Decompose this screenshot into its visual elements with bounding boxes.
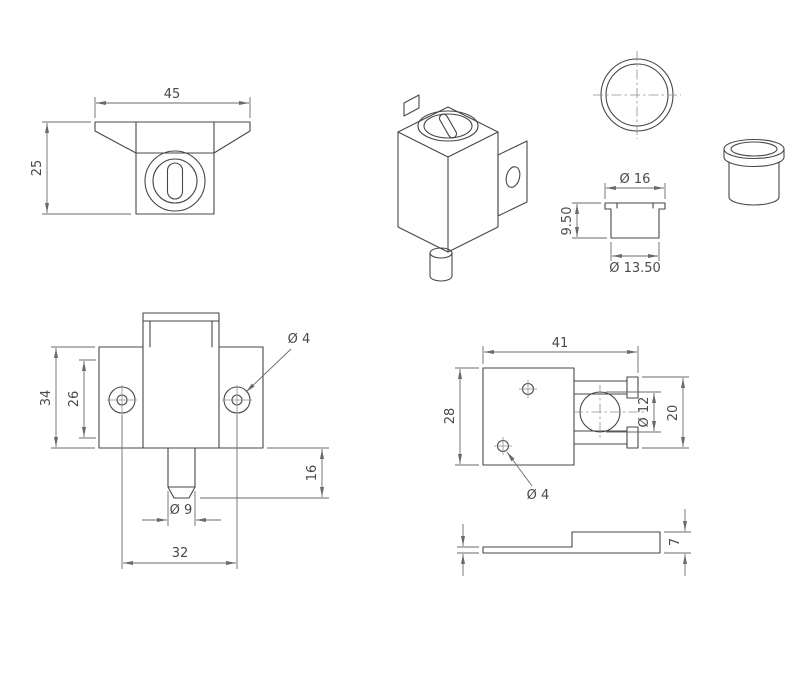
plate-side-view: 7 <box>457 509 691 576</box>
bushing-3d-view <box>723 138 785 206</box>
dim-plate-width-label: 41 <box>552 336 569 351</box>
strike-plate-top-view: 41 28 Ø 12 20 Ø 4 <box>443 336 689 503</box>
dim-plate-bracket-span-label: 20 <box>666 405 681 422</box>
iso-keyway <box>438 113 458 139</box>
iso-cylinder-ring <box>423 113 473 139</box>
dim-plate-depth-label: 28 <box>443 408 458 425</box>
iso-cylinder-face <box>417 110 479 142</box>
latch-pin <box>167 447 196 499</box>
iso-pin-top <box>429 247 453 259</box>
dim-bushing-body-dia-label: Ø 13.50 <box>609 261 661 276</box>
keyway-slot <box>166 162 184 200</box>
bushing-dimensions: Ø 16 9.50 Ø 13.50 <box>560 172 666 276</box>
dim-lock-screw-hole-dia-label: Ø 4 <box>288 332 311 347</box>
iso-pin-body <box>429 252 453 282</box>
dim-bushing-flange-dia-label: Ø 16 <box>620 172 651 187</box>
dim-lock-hole-spacing-label: 32 <box>172 546 189 561</box>
dim-lock-height-inner-label: 26 <box>67 391 82 408</box>
dim-bushing-height-label: 9.50 <box>560 207 575 236</box>
bushing-front-view: Ø 16 9.50 Ø 13.50 <box>560 172 666 276</box>
iso-mounting-bracket <box>497 140 528 217</box>
isometric-view <box>397 94 528 282</box>
key-cylinder-outer <box>144 150 206 212</box>
front-view-with-flange: 45 25 <box>30 87 251 215</box>
dim-plate-thickness-label: 7 <box>668 538 683 546</box>
front-view-dimensions: 45 25 <box>30 87 251 215</box>
strike-plate-dimensions: 41 28 Ø 12 20 Ø 4 <box>443 336 689 503</box>
key-cylinder-inner <box>152 158 198 204</box>
iso-bracket-hole <box>505 166 521 188</box>
dim-flange-width-label: 45 <box>164 87 181 102</box>
iso-latch-tab <box>403 94 420 117</box>
lock-front-dimensions: 34 26 Ø 4 16 Ø 9 32 <box>39 332 329 569</box>
dim-plate-bore-dia-label: Ø 12 <box>637 397 652 428</box>
plate-side-dimensions: 7 <box>457 509 691 576</box>
dim-lock-height-overall-label: 34 <box>39 390 54 407</box>
dim-plate-hole-dia-label: Ø 4 <box>527 488 550 503</box>
dim-body-height-label: 25 <box>30 160 45 177</box>
dim-lock-pin-dia-label: Ø 9 <box>170 503 193 518</box>
dim-lock-pin-length-label: 16 <box>305 465 320 482</box>
lock-front-view: 34 26 Ø 4 16 Ø 9 32 <box>39 312 329 569</box>
centerlines <box>593 51 681 139</box>
cylinder-top-view <box>593 51 681 139</box>
